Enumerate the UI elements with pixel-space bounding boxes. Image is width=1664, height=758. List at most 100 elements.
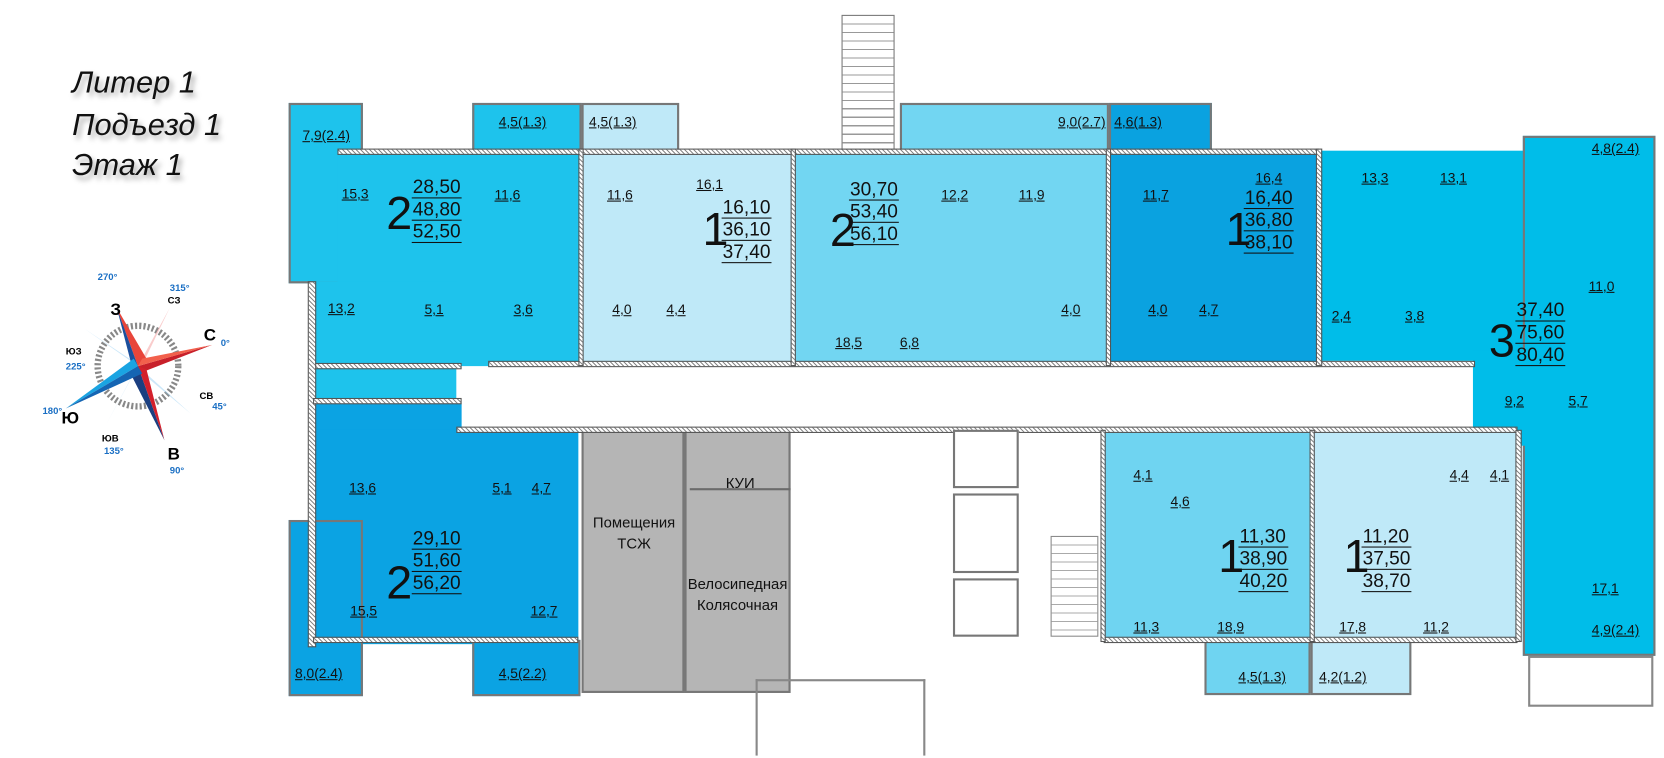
total-area-balcony: 56,10 [848, 222, 899, 246]
room-count: 3 [1488, 315, 1515, 368]
total-area-balcony: 38,10 [1243, 231, 1294, 254]
room-area: 3,6 [513, 301, 533, 318]
party-wall [578, 148, 584, 367]
room-count: 1 [1343, 530, 1370, 583]
room-area: 11,0 [1588, 278, 1615, 294]
tszh-room[interactable] [581, 429, 685, 693]
total-area-balcony: 38,70 [1361, 569, 1412, 593]
room-area: 12,7 [530, 602, 558, 619]
se-label: ЮВ [101, 432, 119, 444]
balcony-area: 4,5(1.3) [498, 113, 547, 130]
room-area: 13,3 [1361, 169, 1389, 186]
total-area: 53,40 [848, 200, 899, 223]
room-area: 6,8 [899, 334, 920, 351]
living-area: 11,30 [1238, 525, 1289, 548]
east-label: В [167, 445, 180, 464]
total-area-balcony: 40,20 [1238, 569, 1289, 593]
room-count: 1 [702, 203, 729, 256]
floor-label: Этаж 1 [72, 148, 183, 183]
balcony-area: 9,0(2.7) [1058, 113, 1106, 130]
room-area: 16,1 [696, 176, 724, 193]
total-area-balcony: 52,50 [411, 220, 462, 244]
right-terrace [1528, 655, 1654, 707]
room-area: 11,6 [494, 186, 521, 203]
room-area: 13,6 [349, 479, 376, 496]
balcony-area: 4,9(2.4) [1591, 621, 1640, 638]
total-area: 36,80 [1243, 209, 1294, 232]
total-area: 48,80 [411, 198, 462, 221]
room-area: 4,1 [1489, 466, 1510, 483]
room-area: 13,1 [1440, 169, 1467, 186]
living-area: 29,10 [411, 527, 462, 550]
party-wall [790, 148, 796, 367]
room-count: 2 [386, 187, 413, 240]
room-area: 17,8 [1339, 618, 1367, 635]
balcony-area: 4,5(1.3) [1238, 668, 1286, 685]
entrance-porch [755, 679, 926, 756]
room-area: 16,4 [1255, 169, 1283, 186]
deg-270: 270° [97, 271, 118, 283]
room-count: 2 [829, 204, 856, 257]
room-area: 4,4 [1449, 466, 1469, 483]
west-label: З [110, 301, 122, 320]
living-area: 37,40 [1515, 299, 1566, 322]
kui-label: КУИ [725, 474, 755, 492]
corridor-wall [313, 362, 462, 370]
kui-bike-room[interactable] [684, 429, 791, 693]
room-count: 1 [1225, 203, 1252, 256]
room-area: 15,3 [341, 185, 369, 202]
deg-180: 180° [42, 405, 63, 416]
living-area: 28,50 [411, 176, 462, 199]
living-area: 11,20 [1361, 525, 1412, 548]
outer-wall-top [337, 148, 1320, 155]
total-area: 36,10 [721, 218, 772, 241]
living-area: 30,70 [848, 178, 899, 201]
balcony-area: 7,9(2.4) [302, 127, 350, 144]
bottom-staircase [1050, 535, 1099, 637]
room-area: 11,7 [1142, 186, 1169, 203]
deg-225: 225° [65, 360, 86, 372]
total-area: 75,60 [1515, 321, 1566, 344]
room-area: 4,7 [1199, 301, 1219, 318]
room-count: 2 [386, 557, 413, 610]
deg-0: 0° [220, 337, 230, 349]
ne-label: СВ [199, 390, 214, 402]
room-area: 4,1 [1133, 466, 1153, 483]
room-area: 4,4 [666, 301, 686, 318]
room-area: 4,0 [612, 301, 632, 318]
balcony-area: 4,5(2.2) [498, 665, 547, 682]
room-area: 4,0 [1061, 301, 1081, 318]
party-wall [1309, 429, 1315, 643]
outer-wall-left [307, 281, 317, 648]
room-area: 11,3 [1133, 618, 1160, 635]
south-label: Ю [61, 409, 80, 428]
deg-45: 45° [212, 401, 227, 412]
room-area: 4,7 [531, 479, 551, 496]
room-area: 11,6 [607, 186, 633, 203]
balcony-area: 4,2(1.2) [1319, 668, 1367, 685]
balcony-area: 8,0(2.4) [295, 665, 343, 682]
total-area: 37,50 [1361, 547, 1412, 570]
deg-135: 135° [103, 445, 124, 457]
total-area-balcony: 80,40 [1515, 343, 1566, 367]
room-area: 15,5 [350, 602, 378, 619]
elevator-shaft [952, 578, 1019, 637]
room-area: 4,0 [1148, 301, 1168, 318]
room-area: 5,1 [492, 479, 512, 496]
room-count: 1 [1218, 530, 1245, 583]
corridor-wall [313, 397, 462, 405]
room-area: 18,9 [1217, 618, 1245, 635]
total-area-balcony: 56,20 [411, 571, 462, 595]
total-area: 51,60 [411, 549, 462, 572]
living-area: 16,10 [721, 196, 772, 219]
room-area: 4,6 [1170, 493, 1190, 510]
balcony-area: 4,8(2.4) [1591, 140, 1640, 156]
living-area: 16,40 [1243, 186, 1294, 210]
